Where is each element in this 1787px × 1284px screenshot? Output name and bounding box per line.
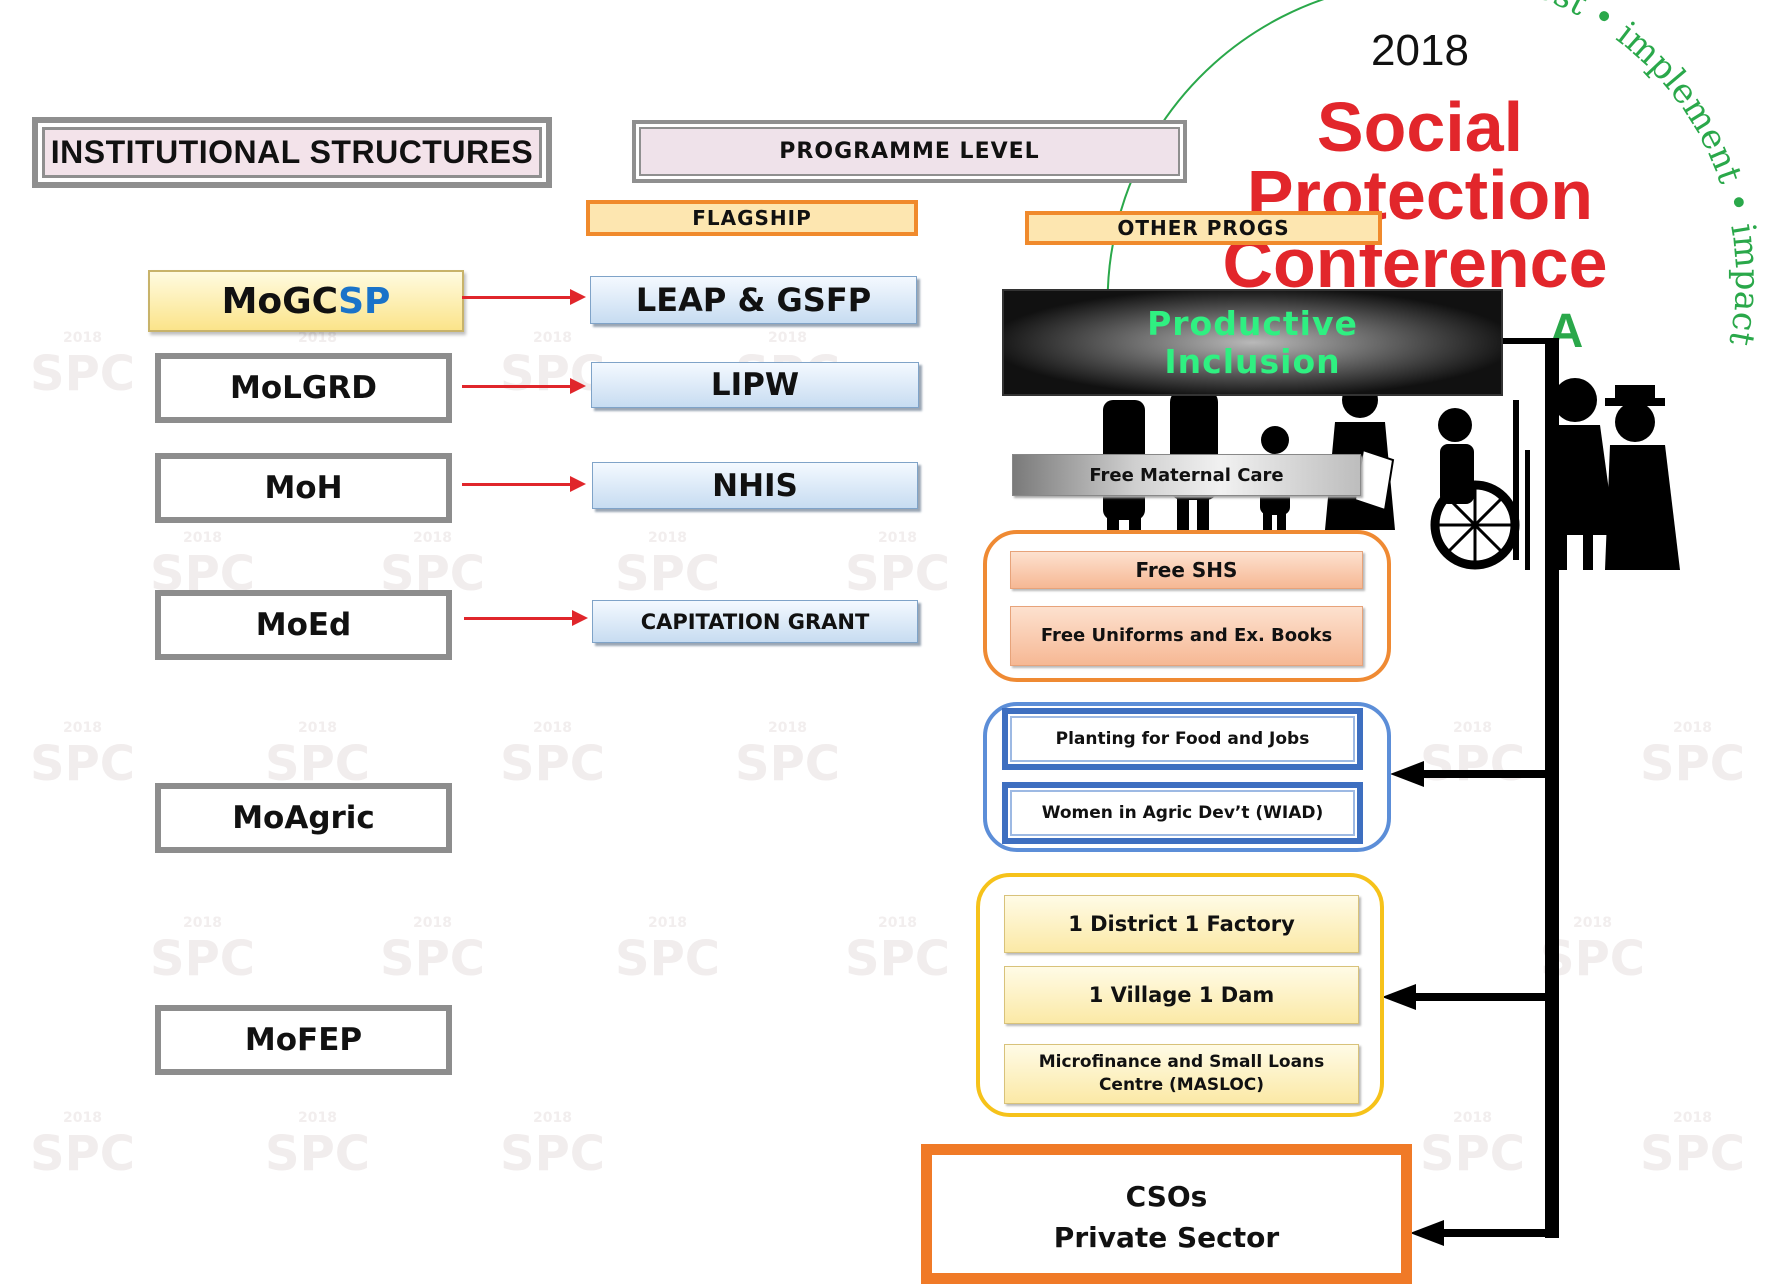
flagship-nhis: NHIS — [592, 462, 918, 509]
arrow-moed-to-capitation — [464, 610, 588, 626]
arrow-mogcsp-to-leap — [462, 289, 586, 305]
conference-title-line1: Social — [1316, 88, 1524, 166]
ministry-mofep: MoFEP — [155, 1005, 452, 1075]
productive-inclusion-line1: Productive — [1147, 303, 1358, 343]
csos-label: CSOs — [1125, 1180, 1208, 1213]
ministry-moh: MoH — [155, 453, 452, 523]
other-progs-header: OTHER PROGS — [1025, 211, 1382, 245]
conference-arc: invest • implement • impact — [1106, 0, 1767, 349]
productive-inclusion-line2: Inclusion — [1164, 341, 1341, 381]
planting-for-food-and-jobs: Planting for Food and Jobs — [1002, 708, 1363, 770]
vertical-connector-bus — [1545, 338, 1559, 1238]
arrowhead-to-cso — [1410, 1220, 1444, 1246]
ministry-moagric: MoAgric — [155, 783, 452, 853]
free-uniforms-books: Free Uniforms and Ex. Books — [1010, 606, 1363, 666]
women-in-agric-dev: Women in Agric Dev’t (WIAD) — [1002, 782, 1363, 844]
flagship-header: FLAGSHIP — [586, 200, 918, 236]
productive-inclusion-box: Productive Inclusion — [1002, 289, 1503, 396]
flagship-capitation-grant: CAPITATION GRANT — [592, 600, 918, 643]
free-maternal-care: Free Maternal Care — [1012, 454, 1361, 496]
one-village-one-dam: 1 Village 1 Dam — [1004, 966, 1359, 1024]
csos-private-sector-box: CSOs Private Sector — [921, 1144, 1412, 1284]
flagship-leap-gsfp: LEAP & GSFP — [590, 276, 917, 324]
ministry-mogcsp-prefix: MoGC — [221, 280, 339, 322]
arrowhead-to-fep — [1382, 984, 1416, 1010]
arrow-molgrd-to-lipw — [462, 378, 586, 394]
institutional-structures-header: INSTITUTIONAL STRUCTURES — [32, 117, 552, 188]
arrowhead-to-agric — [1390, 761, 1424, 787]
arrow-moh-to-nhis — [462, 476, 586, 492]
ministry-mogcsp-suffix: SP — [338, 280, 391, 322]
ministry-moed: MoEd — [155, 590, 452, 660]
programme-level-header: PROGRAMME LEVEL — [632, 120, 1187, 183]
one-district-one-factory: 1 District 1 Factory — [1004, 895, 1359, 953]
connector-to-cso — [1440, 1229, 1552, 1237]
connector-to-agric — [1418, 770, 1552, 778]
free-shs: Free SHS — [1010, 551, 1363, 589]
connector-top — [1503, 338, 1551, 344]
conference-year: 2018 — [1371, 26, 1469, 75]
flagship-lipw: LIPW — [591, 362, 919, 408]
private-sector-label: Private Sector — [1053, 1220, 1280, 1254]
masloc: Microfinance and Small Loans Centre (MAS… — [1004, 1044, 1359, 1104]
ministry-molgrd: MoLGRD — [155, 353, 452, 423]
connector-to-fep — [1410, 993, 1552, 1001]
